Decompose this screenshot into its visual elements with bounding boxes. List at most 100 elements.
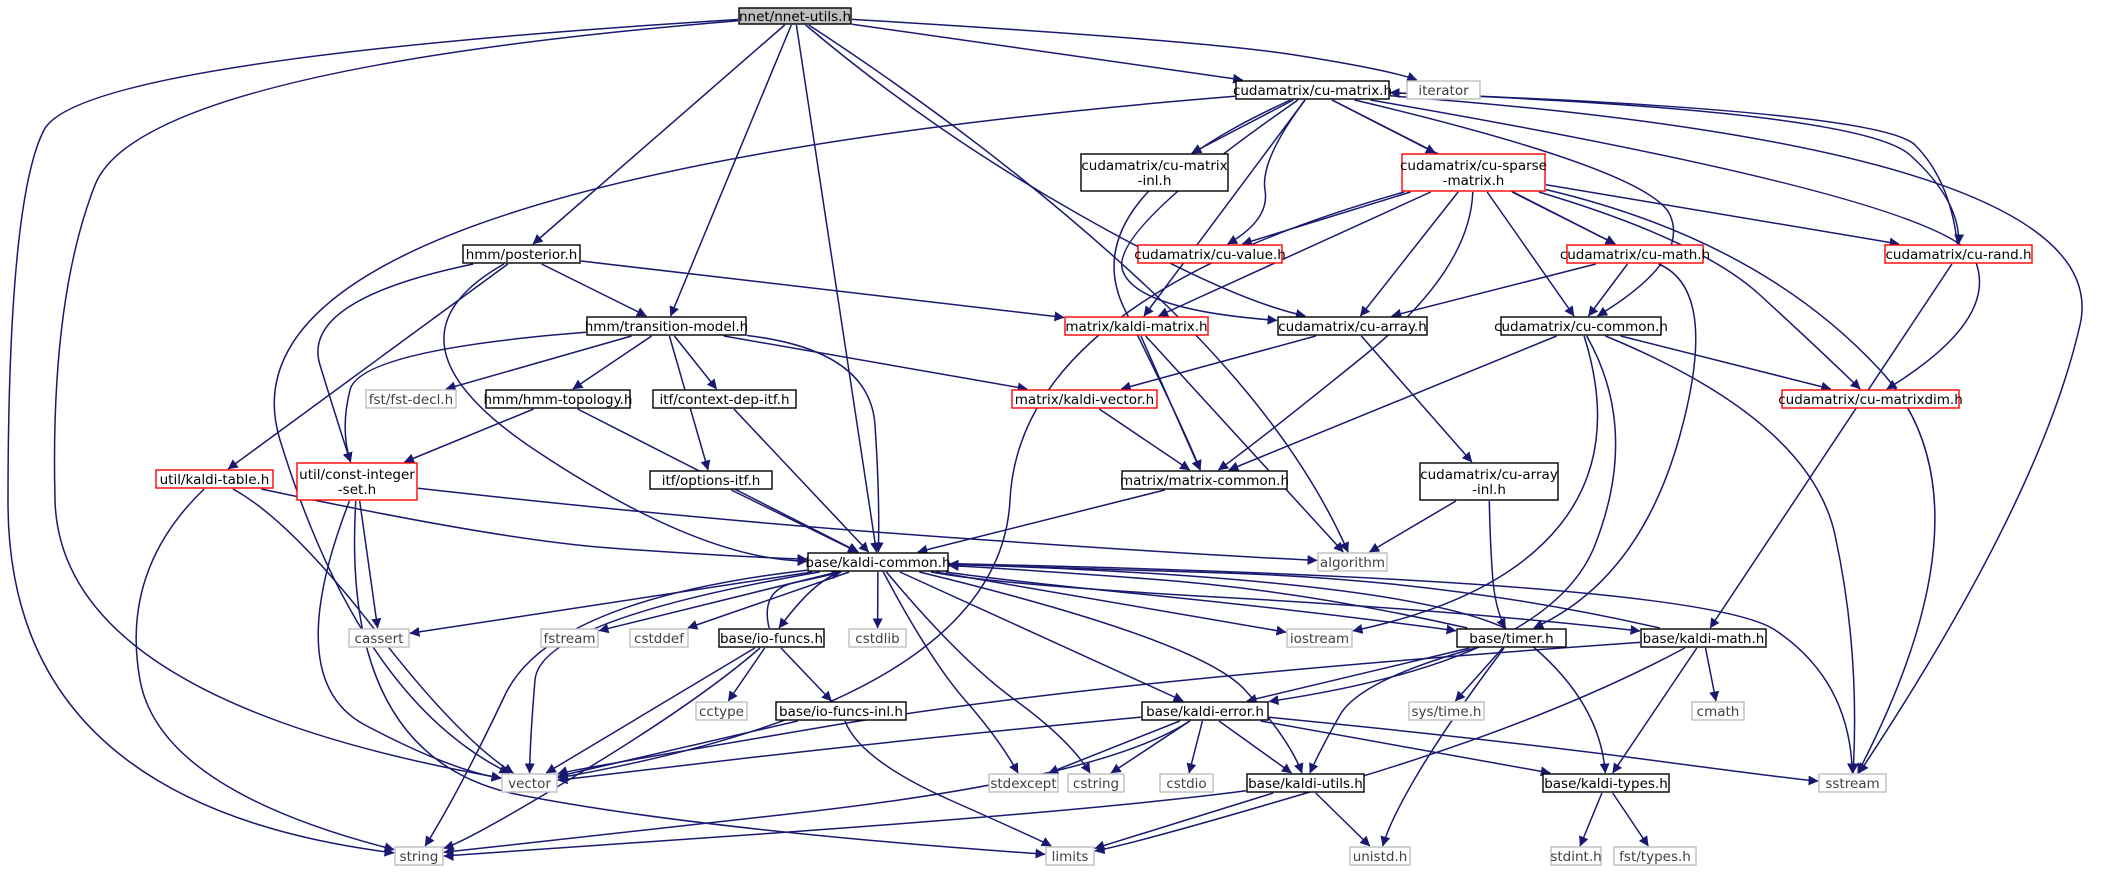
node-kaldimatrix[interactable]: matrix/kaldi-matrix.h xyxy=(1064,316,1209,336)
node-box-cusparse xyxy=(1401,153,1546,192)
node-cstdio: cstdio xyxy=(1159,773,1214,793)
node-label-posterior: hmm/posterior.h xyxy=(466,247,578,263)
edge-cumath-to-cuarray xyxy=(1391,263,1596,319)
node-label-cumatrixdim: cudamatrix/cu-matrixdim.h xyxy=(1778,392,1963,408)
edge-cusparse-to-matrixcommon xyxy=(1217,191,1474,471)
edge-kaldierror-to-vector xyxy=(557,716,1142,785)
node-kalditypes[interactable]: base/kaldi-types.h xyxy=(1542,773,1670,793)
node-cumatrixdim[interactable]: cudamatrix/cu-matrixdim.h xyxy=(1778,389,1963,409)
node-stdexcept: stdexcept xyxy=(988,773,1059,793)
node-ctxdep[interactable]: itf/context-dep-itf.h xyxy=(652,389,797,409)
node-label-kaldivector: matrix/kaldi-vector.h xyxy=(1015,392,1154,408)
node-label-kaldierror: base/kaldi-error.h xyxy=(1146,704,1264,720)
node-box-iofuncsinl xyxy=(775,701,907,721)
node-label-kaldimath: base/kaldi-math.h xyxy=(1643,631,1765,647)
node-optionsitf[interactable]: itf/options-itf.h xyxy=(649,470,773,490)
node-box-iterator xyxy=(1406,80,1481,100)
node-fstream: fstream xyxy=(540,628,599,648)
node-constint[interactable]: util/const-integer-set.h xyxy=(296,462,418,501)
edge-kaldicommon-to-cstring xyxy=(885,571,1091,774)
node-box-posterior xyxy=(462,244,581,264)
node-box-kaldicommon xyxy=(807,552,949,572)
node-cuarrayinl[interactable]: cudamatrix/cu-array-inl.h xyxy=(1419,462,1559,501)
node-box-cstddef xyxy=(629,628,689,648)
node-box-kaldimath xyxy=(1640,628,1767,648)
node-label-cuvalue: cudamatrix/cu-value.h xyxy=(1134,247,1286,263)
node-label-timer: base/timer.h xyxy=(1469,631,1553,647)
node-cuarray[interactable]: cudamatrix/cu-array.h xyxy=(1277,316,1428,336)
edge-transition-to-kaldicommon xyxy=(746,334,884,553)
node-cucommon[interactable]: cudamatrix/cu-common.h xyxy=(1494,316,1668,336)
node-label-cstdio: cstdio xyxy=(1166,776,1206,792)
node-box-matrixcommon xyxy=(1121,470,1288,490)
node-label-fstdecl: fst/fst-decl.h xyxy=(369,392,453,408)
node-root[interactable]: nnet/nnet-utils.h xyxy=(738,7,852,25)
node-matrixcommon[interactable]: matrix/matrix-common.h xyxy=(1120,470,1289,490)
edge-root-to-cuarray xyxy=(805,24,1306,319)
node-cusparse[interactable]: cudamatrix/cu-sparse-matrix.h xyxy=(1400,153,1547,192)
node-hmmtopo[interactable]: hmm/hmm-topology.h xyxy=(483,389,633,409)
node-posterior[interactable]: hmm/posterior.h xyxy=(462,244,581,264)
node-box-algorithm xyxy=(1317,552,1388,572)
node-label-cmath: cmath xyxy=(1697,704,1740,720)
node-box-cstdlib xyxy=(848,628,907,648)
node-label-constint: util/const-integer-set.h xyxy=(299,467,415,498)
edge-constint-to-algorithm xyxy=(417,487,1318,565)
edge-kalditypes-to-stdint xyxy=(1579,792,1603,847)
edge-cusparse-to-cucommon xyxy=(1486,191,1575,317)
node-kaldierror[interactable]: base/kaldi-error.h xyxy=(1141,701,1269,721)
node-kalditable[interactable]: util/kaldi-table.h xyxy=(155,469,274,489)
node-kaldiutils[interactable]: base/kaldi-utils.h xyxy=(1246,773,1365,793)
edge-kaldierror-to-string xyxy=(443,720,1191,856)
node-label-fstream: fstream xyxy=(543,631,595,647)
node-curand[interactable]: cudamatrix/cu-rand.h xyxy=(1884,244,2033,264)
edge-iofuncsinl-to-limits xyxy=(844,720,1052,847)
node-box-kaldimatrix xyxy=(1064,316,1209,336)
edge-cumatrix-to-vector xyxy=(273,95,1236,774)
node-box-fstdecl xyxy=(365,389,457,409)
node-box-fsttypes xyxy=(1613,846,1697,866)
edge-cuarrayinl-to-timer xyxy=(1488,500,1507,629)
node-systime: sys/time.h xyxy=(1408,701,1485,721)
edge-kaldicommon-to-iofuncs xyxy=(778,571,842,629)
edge-transition-to-constint xyxy=(342,331,587,463)
node-box-ctxdep xyxy=(652,389,797,409)
node-transition[interactable]: hmm/transition-model.h xyxy=(585,316,748,336)
edge-root-to-algorithm xyxy=(808,24,1349,553)
node-iofuncs[interactable]: base/io-funcs.h xyxy=(718,628,825,648)
node-label-kalditable: util/kaldi-table.h xyxy=(160,472,270,488)
node-iterator: iterator xyxy=(1406,80,1481,100)
node-kaldimath[interactable]: base/kaldi-math.h xyxy=(1640,628,1767,648)
node-cctype: cctype xyxy=(695,701,748,721)
edge-cumatrix-to-cucommon xyxy=(1354,99,1675,317)
edge-kaldimath-to-kaldicommon xyxy=(948,559,1660,629)
node-label-cumatrixinl: cudamatrix/cu-matrix-inl.h xyxy=(1081,158,1227,189)
nodes-layer: nnet/nnet-utils.h cudamatrix/cu-matrix.h i… xyxy=(155,7,2033,866)
node-kaldicommon[interactable]: base/kaldi-common.h xyxy=(805,552,951,572)
edge-kalditable-to-string xyxy=(135,488,395,853)
edge-kalditypes-to-fsttypes xyxy=(1612,792,1649,847)
node-iofuncsinl[interactable]: base/io-funcs-inl.h xyxy=(775,701,907,721)
node-cumatrix[interactable]: cudamatrix/cu-matrix.h xyxy=(1233,80,1392,100)
edge-cumatrix-to-sstream xyxy=(1389,95,2083,774)
node-label-sstream: sstream xyxy=(1825,776,1879,792)
node-kaldivector[interactable]: matrix/kaldi-vector.h xyxy=(1011,389,1158,409)
edge-kaldimath-to-kalditypes xyxy=(1612,647,1698,774)
edge-kaldierror-to-kalditypes xyxy=(1260,720,1551,777)
node-label-kalditypes: base/kaldi-types.h xyxy=(1544,776,1668,792)
node-cumatrixinl[interactable]: cudamatrix/cu-matrix-inl.h xyxy=(1080,153,1229,192)
node-box-kaldierror xyxy=(1141,701,1269,721)
node-timer[interactable]: base/timer.h xyxy=(1456,628,1567,648)
edge-timer-to-unistd xyxy=(1380,647,1505,847)
edge-cumatrix-to-kaldimatrix xyxy=(1143,99,1306,317)
node-cuvalue[interactable]: cudamatrix/cu-value.h xyxy=(1134,244,1286,264)
edge-cucommon-to-cumatrixdim xyxy=(1620,335,1832,392)
edge-kaldicommon-to-kaldimath xyxy=(930,571,1641,635)
node-cumath[interactable]: cudamatrix/cu-math.h xyxy=(1560,244,1710,264)
node-label-optionsitf: itf/options-itf.h xyxy=(662,473,761,489)
edge-cucommon-to-iostream xyxy=(1352,335,1599,634)
node-cassert: cassert xyxy=(348,628,410,648)
edge-kalditable-to-kaldicommon xyxy=(261,488,808,564)
edge-kaldicommon-to-kaldiutils xyxy=(919,571,1304,774)
